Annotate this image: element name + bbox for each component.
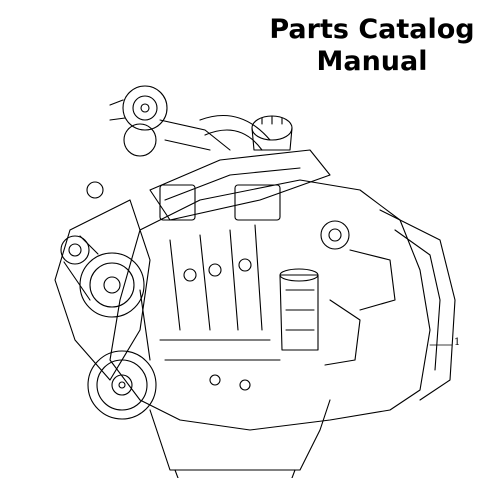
callout-label: 1: [454, 337, 461, 348]
title-line-1: Parts Catalog: [269, 14, 475, 45]
page-title: Parts Catalog Manual: [262, 14, 480, 78]
title-line-2: Manual: [316, 46, 428, 77]
